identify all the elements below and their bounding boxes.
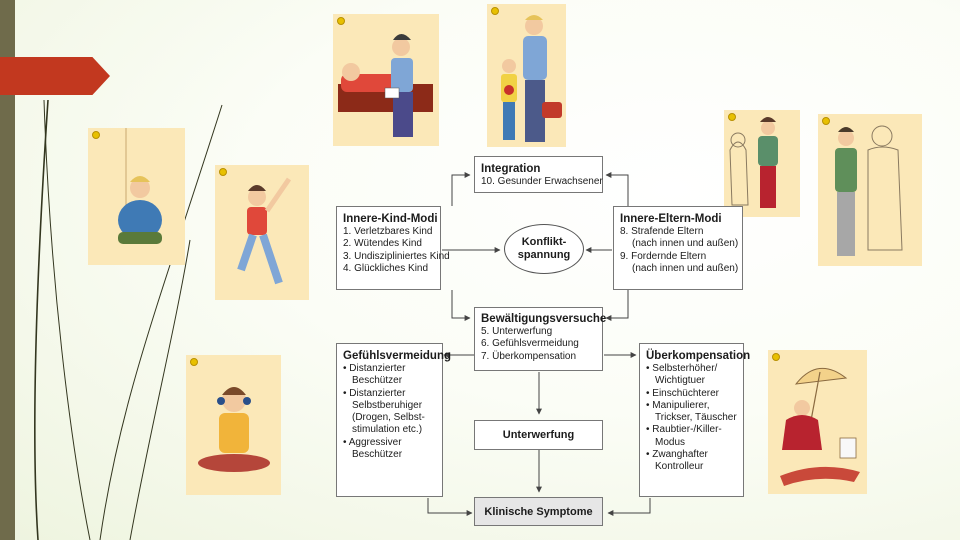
submission-box: Unterwerfung	[474, 420, 603, 450]
emotional-avoidance-box: Gefühlsvermeidung • Distanzierter Beschü…	[336, 343, 451, 497]
avoidance-item: stimulation etc.)	[352, 424, 423, 436]
overcompensation-item: • Selbsterhöher/	[646, 363, 718, 374]
avoidance-item: • Aggressiver	[343, 436, 402, 448]
overcompensation-item: • Einschüchterer	[646, 387, 719, 399]
illustration-gaming-child	[186, 355, 281, 495]
coping-item: 5. Unterwerfung	[481, 326, 553, 337]
illustration-vulnerable-child-in-bed	[333, 14, 439, 146]
accent-arrow-tab	[0, 57, 110, 95]
overcompensation-title: Überkompensation	[646, 350, 751, 362]
submission-title: Unterwerfung	[502, 429, 575, 441]
inner-child-item: 4. Glückliches Kind	[343, 262, 429, 274]
illustration-punitive-parent	[724, 110, 800, 217]
inner-parent-item: 9. Fordernde Eltern	[620, 250, 707, 262]
integration-item: 10. Gesunder Erwachsener	[481, 176, 603, 187]
overcompensation-item: Modus	[655, 436, 686, 448]
avoidance-item: Beschützer	[352, 449, 403, 461]
inner-parent-item: (nach innen und außen)	[632, 238, 739, 250]
avoidance-item: Selbstberuhiger	[352, 399, 423, 411]
integration-box: Integration 10. Gesunder Erwachsener	[474, 156, 603, 193]
coping-title: Bewältigungsversuche	[481, 313, 607, 325]
overcompensation-item: • Manipulierer,	[646, 399, 710, 411]
avoidance-item: • Distanzierter	[343, 363, 406, 374]
avoidance-item: • Distanzierter	[343, 387, 406, 399]
overcompensation-item: Kontrolleur	[655, 461, 704, 473]
inner-child-item: 3. Undiszipliniertes Kind	[343, 250, 450, 262]
left-decorative-bar	[0, 0, 15, 540]
illustration-angry-child	[215, 165, 309, 300]
overcompensation-item: Trickser, Täuscher	[655, 412, 737, 424]
integration-title: Integration	[481, 163, 541, 175]
conflict-tension-ellipse: Konflikt- spannung	[504, 224, 584, 274]
overcompensation-item: • Raubtier-/Killer-	[646, 424, 722, 436]
avoidance-item: Beschützer	[352, 375, 403, 387]
illustration-overcompensator-with-umbrella	[768, 350, 867, 494]
inner-parent-modes-box: Innere-Eltern-Modi 8. Strafende Eltern (…	[613, 206, 743, 290]
illustration-crouching-child	[88, 128, 185, 265]
clinical-symptoms-box: Klinische Symptome	[474, 497, 603, 526]
inner-parent-item: 8. Strafende Eltern	[620, 226, 704, 237]
conflict-line-1: Konflikt-	[521, 236, 567, 248]
overcompensation-item: Wichtigtuer	[655, 375, 706, 387]
coping-item: 7. Überkompensation	[481, 350, 577, 362]
clinical-symptoms-title: Klinische Symptome	[484, 505, 593, 518]
avoidance-title: Gefühlsvermeidung	[343, 350, 451, 362]
inner-child-item: 2. Wütendes Kind	[343, 238, 422, 250]
inner-child-title: Innere-Kind-Modi	[343, 213, 438, 225]
inner-child-modes-box: Innere-Kind-Modi 1. Verletzbares Kind 2.…	[336, 206, 450, 290]
coping-item: 6. Gefühlsvermeidung	[481, 338, 579, 350]
illustration-healthy-adult-with-child	[487, 4, 566, 147]
illustration-demanding-parent	[818, 114, 922, 266]
inner-parent-item: (nach innen und außen)	[632, 262, 739, 274]
inner-parent-title: Innere-Eltern-Modi	[620, 213, 722, 225]
coping-attempts-box: Bewältigungsversuche 5. Unterwerfung 6. …	[474, 307, 607, 371]
conflict-line-2: spannung	[517, 249, 571, 261]
inner-child-item: 1. Verletzbares Kind	[343, 226, 433, 237]
avoidance-item: (Drogen, Selbst-	[352, 412, 425, 424]
overcompensation-box: Überkompensation • Selbsterhöher/ Wichti…	[639, 343, 751, 497]
overcompensation-item: • Zwanghafter	[646, 449, 708, 461]
